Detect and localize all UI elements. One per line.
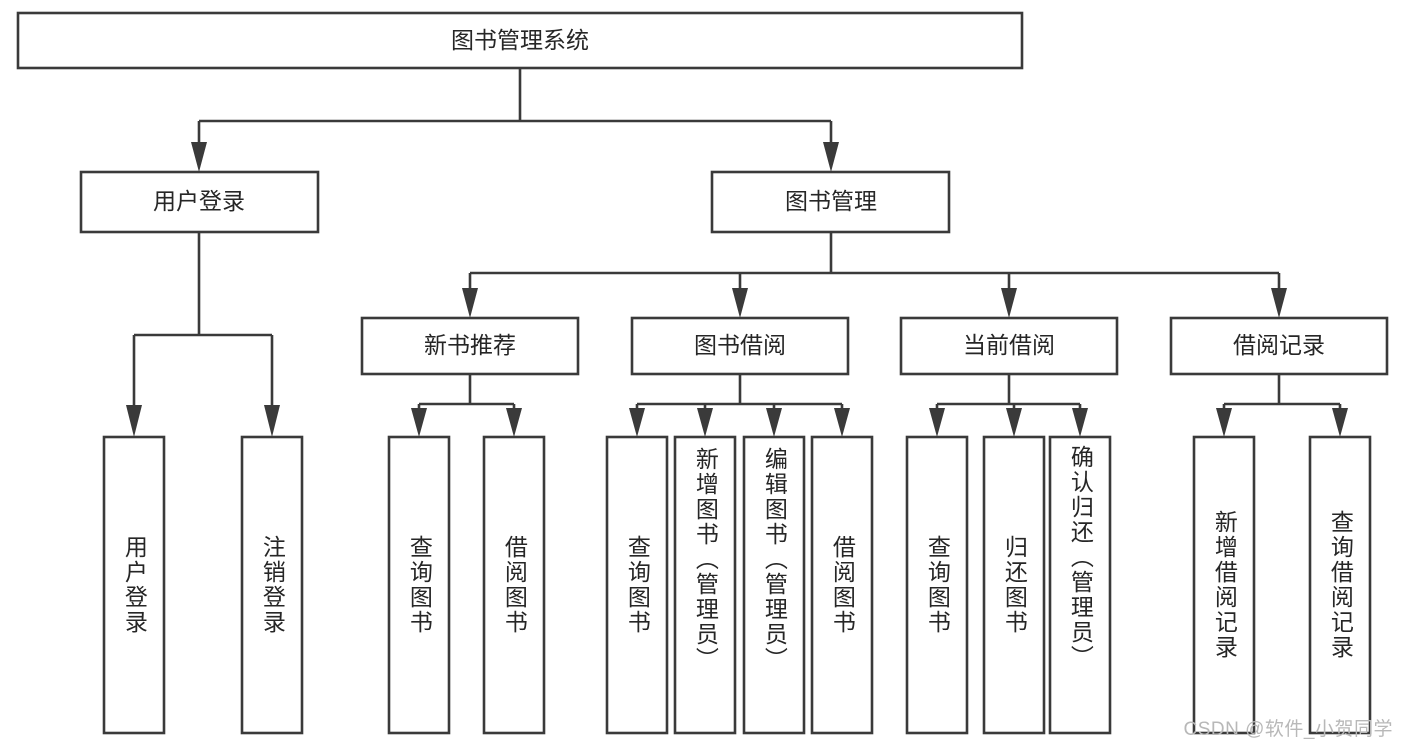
node-root-box[interactable] — [16, 11, 1024, 70]
node-current-borrow[interactable]: 当前借阅 — [899, 316, 1119, 376]
leaf-query-record-box[interactable] — [1308, 435, 1372, 735]
node-new-book-recommend[interactable]: 新书推荐 — [360, 316, 580, 376]
leaf-query-book-1-box[interactable] — [387, 435, 451, 735]
arrowhead-leaf-return-book — [1006, 408, 1022, 437]
arrowhead-book-management — [823, 142, 839, 172]
node-user-login-label: 用户登录 — [153, 188, 245, 214]
arrowhead-leaf-confirm-return — [1072, 408, 1088, 437]
node-root-label: 图书管理系统 — [451, 27, 589, 53]
leaf-confirm-return-box[interactable] — [1048, 435, 1112, 735]
arrowhead-leaf-query-book-2 — [629, 408, 645, 437]
arrowhead-new-book-recommend — [462, 288, 478, 318]
arrowhead-leaf-query-record — [1332, 408, 1348, 437]
leaf-user-login-box[interactable] — [102, 435, 166, 735]
arrowhead-leaf-query-book-1 — [411, 408, 427, 437]
node-current-borrow-box[interactable] — [899, 316, 1119, 376]
node-book-management-box[interactable] — [710, 170, 951, 234]
node-new-book-recommend-label: 新书推荐 — [424, 332, 516, 358]
node-borrow-record-label: 借阅记录 — [1233, 332, 1325, 358]
node-current-borrow-label: 当前借阅 — [963, 332, 1055, 358]
arrowhead-user-login — [191, 142, 207, 172]
arrowhead-leaf-borrow-book-1 — [506, 408, 522, 437]
leaf-borrow-book-2-box[interactable] — [810, 435, 874, 735]
node-book-management[interactable]: 图书管理 — [710, 170, 951, 234]
arrowhead-current-borrow — [1001, 288, 1017, 318]
node-user-login[interactable]: 用户登录 — [79, 170, 320, 234]
arrowhead-leaf-add-record — [1216, 408, 1232, 437]
arrowhead-borrow-record — [1271, 288, 1287, 318]
node-book-borrow-box[interactable] — [630, 316, 850, 376]
arrowhead-book-borrow — [732, 288, 748, 318]
node-root[interactable]: 图书管理系统 — [16, 11, 1024, 70]
leaf-return-book-box[interactable] — [982, 435, 1046, 735]
node-book-borrow[interactable]: 图书借阅 — [630, 316, 850, 376]
leaf-add-record-box[interactable] — [1192, 435, 1256, 735]
leaf-borrow-book-1-box[interactable] — [482, 435, 546, 735]
arrowhead-leaf-user-login — [126, 405, 142, 437]
leaf-add-book-box[interactable] — [673, 435, 737, 735]
node-borrow-record[interactable]: 借阅记录 — [1169, 316, 1389, 376]
csdn-watermark: CSDN @软件_小贺同学 — [1183, 719, 1393, 740]
node-book-management-label: 图书管理 — [785, 188, 877, 214]
arrowhead-leaf-query-book-3 — [929, 408, 945, 437]
leaf-query-book-3-box[interactable] — [905, 435, 969, 735]
connector-layer — [126, 68, 1348, 437]
leaf-edit-book-box[interactable] — [742, 435, 806, 735]
arrowhead-leaf-borrow-book-2 — [834, 408, 850, 437]
leaf-logout-box[interactable] — [240, 435, 304, 735]
leaf-box-layer — [102, 435, 1372, 735]
node-borrow-record-box[interactable] — [1169, 316, 1389, 376]
leaf-query-book-2-box[interactable] — [605, 435, 669, 735]
arrowhead-leaf-add-book — [697, 408, 713, 437]
node-new-book-recommend-box[interactable] — [360, 316, 580, 376]
node-user-login-box[interactable] — [79, 170, 320, 234]
arrowhead-leaf-logout — [264, 405, 280, 437]
node-book-borrow-label: 图书借阅 — [694, 332, 786, 358]
arrowhead-leaf-edit-book — [766, 408, 782, 437]
